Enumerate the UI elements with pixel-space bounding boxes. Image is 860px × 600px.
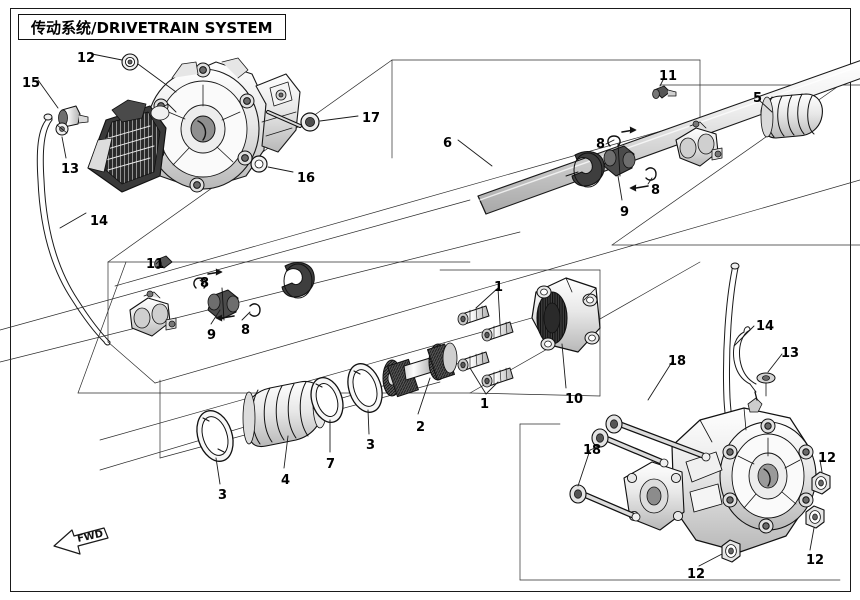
callout-frames <box>0 59 860 581</box>
diagram-title-block: 传动系统/DRIVETRAIN SYSTEM <box>18 14 286 40</box>
hex-nut-12-front <box>121 53 139 71</box>
fwd-orientation-arrow: FWD <box>48 524 114 560</box>
circlip-8-right-upper <box>607 126 637 147</box>
svg-text:FWD: FWD <box>76 529 104 545</box>
flange-bolts-1 <box>457 305 514 388</box>
grease-fitting-11-left <box>154 255 173 269</box>
callout-label-8-left-lower: 8 <box>241 323 251 338</box>
snap-ring-3-outer <box>196 410 234 462</box>
double-yoke-left <box>129 290 177 337</box>
drive-gear-2 <box>382 342 458 398</box>
double-yoke-right <box>675 120 723 167</box>
universal-joint-cross-9-right <box>603 143 636 177</box>
callout-label-4: 4 <box>281 473 291 488</box>
callout-label-12-rear-upper: 12 <box>818 451 837 466</box>
callout-label-1-lower: 1 <box>480 397 490 412</box>
bellows-boot-5 <box>760 93 823 139</box>
page-title: 传动系统/DRIVETRAIN SYSTEM <box>31 18 273 37</box>
callout-label-12-rear-lower: 12 <box>806 553 825 568</box>
hex-nut-upper <box>811 471 831 495</box>
washer-16 <box>250 155 268 173</box>
callout-label-9-left: 9 <box>207 328 217 343</box>
callout-label-12-rear-bottom: 12 <box>687 567 706 582</box>
grease-fitting-11-right <box>652 85 677 100</box>
callout-label-2: 2 <box>416 420 426 435</box>
callout-label-12-front: 12 <box>77 51 96 66</box>
callout-label-10: 10 <box>565 392 584 407</box>
callout-label-18-upper: 18 <box>668 354 687 369</box>
breather-valve-15 <box>58 105 89 128</box>
hex-nuts-12-rear <box>721 471 831 563</box>
callout-label-17: 17 <box>362 111 381 126</box>
callout-label-13-front: 13 <box>61 162 80 177</box>
callout-label-8-right-lower: 8 <box>651 183 661 198</box>
callout-label-5: 5 <box>753 91 763 106</box>
callout-label-13-rear: 13 <box>781 346 800 361</box>
callout-label-6: 6 <box>443 136 453 151</box>
hose-clamp-13-front <box>55 122 69 136</box>
callout-label-14-front: 14 <box>90 214 109 229</box>
hex-nut-bottom <box>721 539 741 563</box>
callout-label-11-right: 11 <box>659 69 678 84</box>
rear-gearbox-assembly <box>623 391 817 553</box>
leader-lines <box>37 53 823 567</box>
retaining-ring-7 <box>310 376 344 424</box>
long-studs-18 <box>569 414 711 522</box>
rubber-boot-4 <box>242 379 328 448</box>
callout-label-15: 15 <box>22 76 41 91</box>
vent-hose-14-front <box>36 113 111 346</box>
snap-ring-3-inner <box>347 363 383 413</box>
flange-yoke-10 <box>531 277 601 353</box>
front-differential-assembly <box>87 57 301 193</box>
callout-label-18-lower: 18 <box>583 443 602 458</box>
callout-label-3-outer: 3 <box>218 488 228 503</box>
callout-label-8-right-upper: 8 <box>596 137 606 152</box>
callout-label-14-rear: 14 <box>756 319 775 334</box>
callout-label-1-upper: 1 <box>494 280 504 295</box>
circlip-8-left-lower <box>215 303 261 322</box>
universal-joint-cross-9-left <box>207 287 240 321</box>
callout-label-11-left: 11 <box>146 257 165 272</box>
callout-label-3-inner: 3 <box>366 438 376 453</box>
hose-clamp-13-rear <box>756 372 776 397</box>
callout-label-7: 7 <box>326 457 336 472</box>
shaft-yoke-left <box>565 151 605 188</box>
callout-label-16: 16 <box>297 171 316 186</box>
hex-nut-mid <box>805 505 825 529</box>
callout-label-9-right: 9 <box>620 205 630 220</box>
circlip-8-left-upper <box>193 268 223 289</box>
callout-label-8-left-upper: 8 <box>200 276 210 291</box>
page-border <box>10 8 851 592</box>
circlip-8-right-lower <box>629 167 657 192</box>
shaft-yoke-mid <box>281 262 315 299</box>
stud-bolt-17 <box>266 110 320 132</box>
